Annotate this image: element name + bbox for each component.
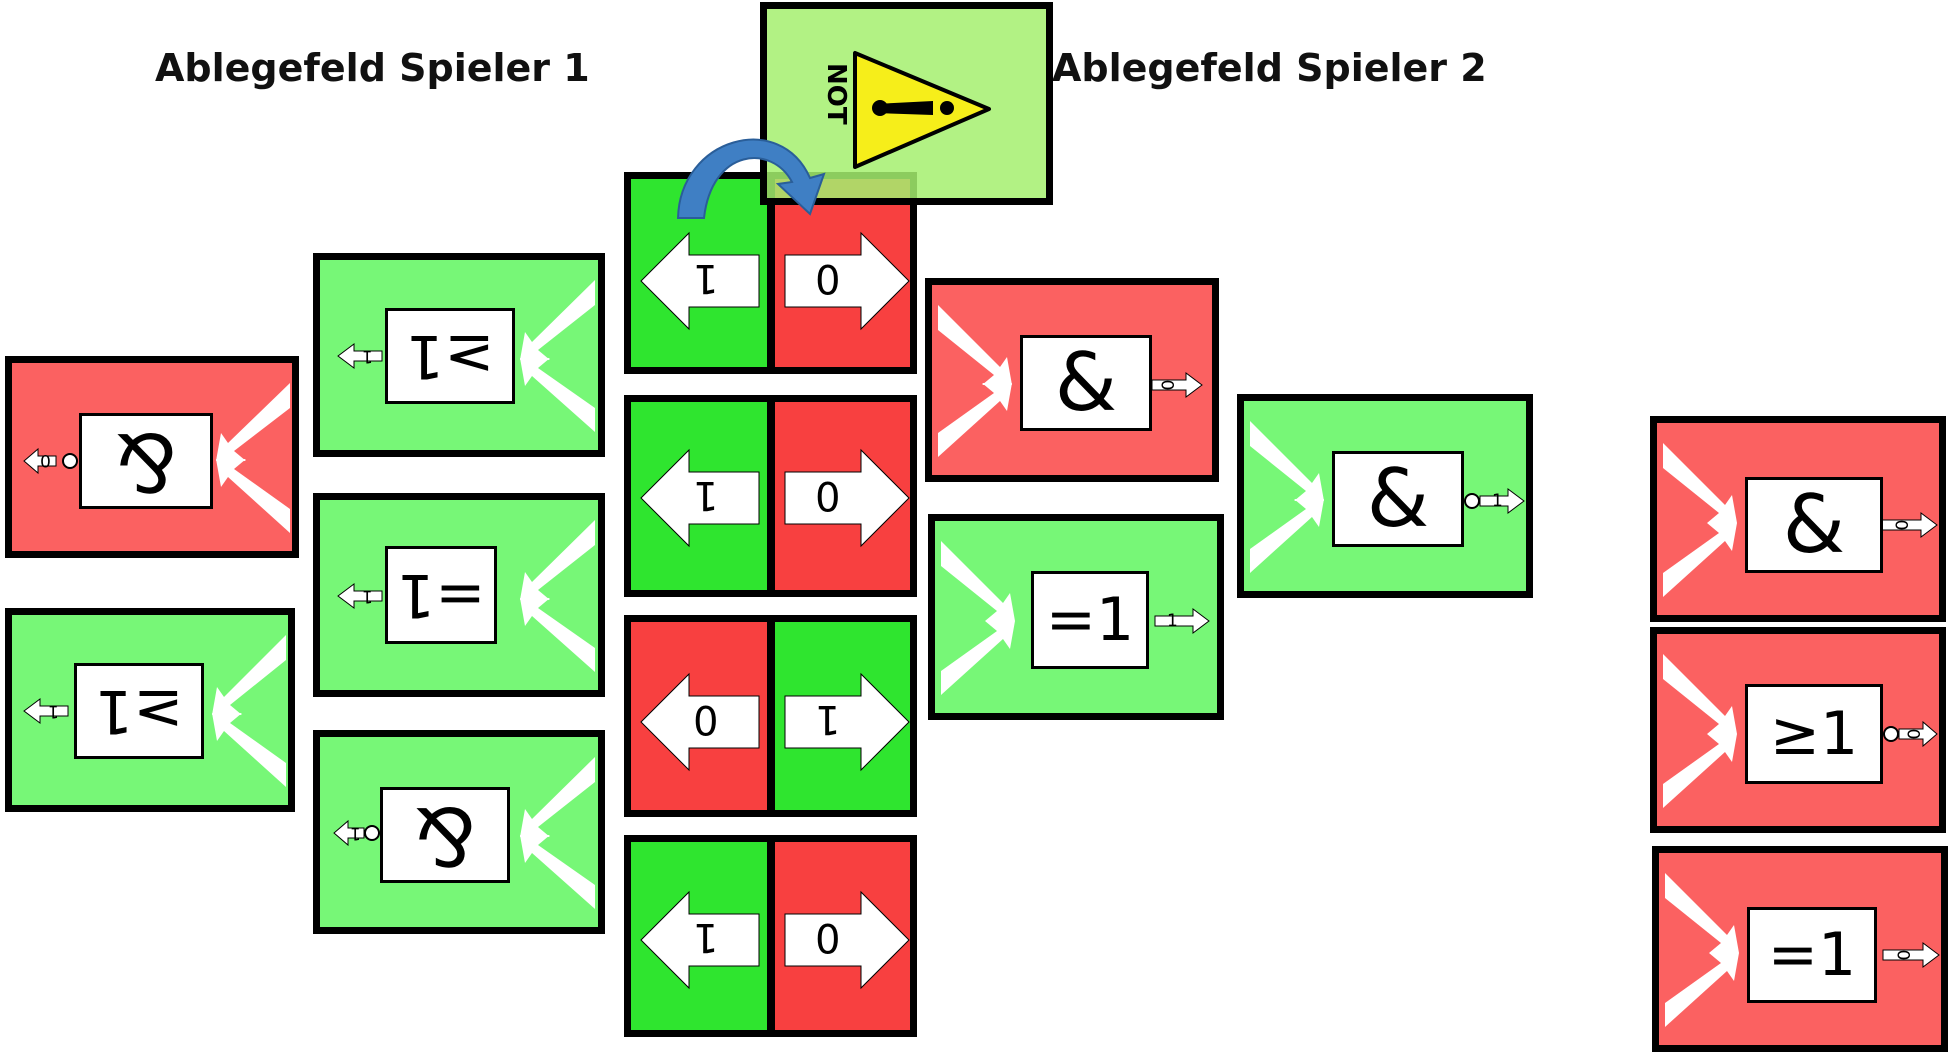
input-arrows-icon: [1663, 443, 1938, 597]
bit-value: 0: [693, 696, 719, 742]
bit-value: 1: [693, 255, 719, 301]
gate-symbol: =1: [1045, 585, 1135, 655]
bit-value: 0: [814, 472, 840, 518]
bit-right-half: 0: [770, 402, 910, 590]
input-arrows-icon: [23, 635, 286, 787]
player1-card-and[interactable]: 1 &: [313, 730, 605, 934]
bit-left-half: 1: [631, 402, 771, 590]
not-label: NOT: [821, 63, 851, 125]
gate-symbol: =1: [396, 560, 486, 630]
right-card-or[interactable]: 0 ≥1: [1650, 627, 1946, 833]
bit-right-half: 0: [770, 179, 910, 367]
player1-card-and-red[interactable]: 0 &: [5, 356, 299, 558]
logic-gate-box: &: [1332, 451, 1464, 547]
logic-gate-box: ≥1: [1745, 684, 1883, 784]
input-arrows-icon: [1665, 873, 1940, 1027]
player1-card-xor[interactable]: 1 =1: [313, 493, 605, 697]
logic-gate-box: &: [79, 413, 213, 509]
arrow-left-icon: [640, 890, 760, 990]
arrow-right-icon: [784, 890, 910, 990]
output-value: 0: [1156, 379, 1177, 391]
player2-label: Ablegefeld Spieler 2: [1052, 46, 1487, 90]
bit-left-half: 1: [631, 842, 771, 1030]
output-value: 0: [1902, 728, 1923, 740]
bit-card-3[interactable]: 0 1: [624, 615, 917, 817]
output-value: 1: [1492, 491, 1503, 511]
input-arrows-icon: [337, 520, 595, 672]
logic-gate-box: ≥1: [74, 663, 204, 759]
logic-gate-box: =1: [1747, 907, 1877, 1003]
logic-gate-box: ≥1: [385, 308, 515, 404]
right-card-and[interactable]: 0 &: [1650, 416, 1946, 622]
input-arrows-icon: [1663, 654, 1938, 808]
gate-symbol: &: [1054, 336, 1118, 429]
warning-triangle-icon: [853, 51, 991, 169]
output-value: 1: [350, 823, 361, 843]
not-card[interactable]: NOT: [760, 2, 1053, 205]
bit-right-half: 1: [770, 622, 910, 810]
bit-value: 0: [814, 914, 840, 960]
arrow-right-icon: [784, 231, 910, 331]
bit-value: 0: [814, 255, 840, 301]
arrow-right-icon: [784, 672, 910, 772]
gate-symbol: ≥1: [94, 676, 184, 746]
player2-card-xor[interactable]: 1 =1: [928, 514, 1224, 720]
bit-value: 1: [693, 914, 719, 960]
right-card-xor[interactable]: 0 =1: [1652, 846, 1948, 1052]
gate-symbol: &: [1366, 452, 1430, 545]
output-value: 0: [1892, 949, 1913, 961]
input-arrows-icon: [333, 757, 595, 909]
gate-symbol: &: [114, 415, 178, 508]
output-value: 1: [1167, 611, 1178, 631]
arrow-right-icon: [784, 448, 910, 548]
input-arrows-icon: [337, 280, 595, 432]
arrow-left-icon: [640, 672, 760, 772]
bit-card-4[interactable]: 1 0: [624, 835, 917, 1037]
bit-card-2[interactable]: 1 0: [624, 395, 917, 597]
arrow-left-icon: [640, 231, 760, 331]
player1-card-or[interactable]: 1 ≥1: [313, 253, 605, 457]
player1-card-or-2[interactable]: 1 ≥1: [5, 608, 295, 812]
gate-symbol: &: [413, 789, 477, 882]
output-value: 1: [362, 586, 373, 606]
gate-symbol: ≥1: [405, 321, 495, 391]
output-value: 1: [362, 346, 373, 366]
input-arrows-icon: [23, 383, 290, 533]
input-arrows-icon: [1250, 421, 1525, 573]
player2-card-and[interactable]: 1 &: [1237, 394, 1533, 598]
input-arrows-icon: [938, 305, 1203, 457]
input-arrows-icon: [941, 541, 1210, 695]
output-value: 0: [40, 450, 51, 470]
bit-right-half: 0: [770, 842, 910, 1030]
logic-gate-box: &: [1745, 477, 1883, 573]
flip-arrow-icon: [676, 138, 826, 219]
gate-symbol: ≥1: [1769, 699, 1859, 769]
logic-gate-box: =1: [1031, 571, 1149, 669]
bit-left-half: 0: [631, 622, 771, 810]
player1-label: Ablegefeld Spieler 1: [155, 46, 590, 90]
bit-value: 1: [814, 696, 840, 742]
logic-gate-box: =1: [385, 546, 497, 644]
output-value: 0: [1890, 519, 1911, 531]
logic-gate-box: &: [1020, 335, 1152, 431]
logic-gate-box: &: [380, 787, 510, 883]
gate-symbol: =1: [1767, 920, 1857, 990]
player2-card-and-red[interactable]: 0 &: [925, 278, 1219, 482]
bit-value: 1: [693, 472, 719, 518]
arrow-left-icon: [640, 448, 760, 548]
output-value: 1: [48, 701, 59, 721]
gate-symbol: &: [1782, 478, 1846, 571]
